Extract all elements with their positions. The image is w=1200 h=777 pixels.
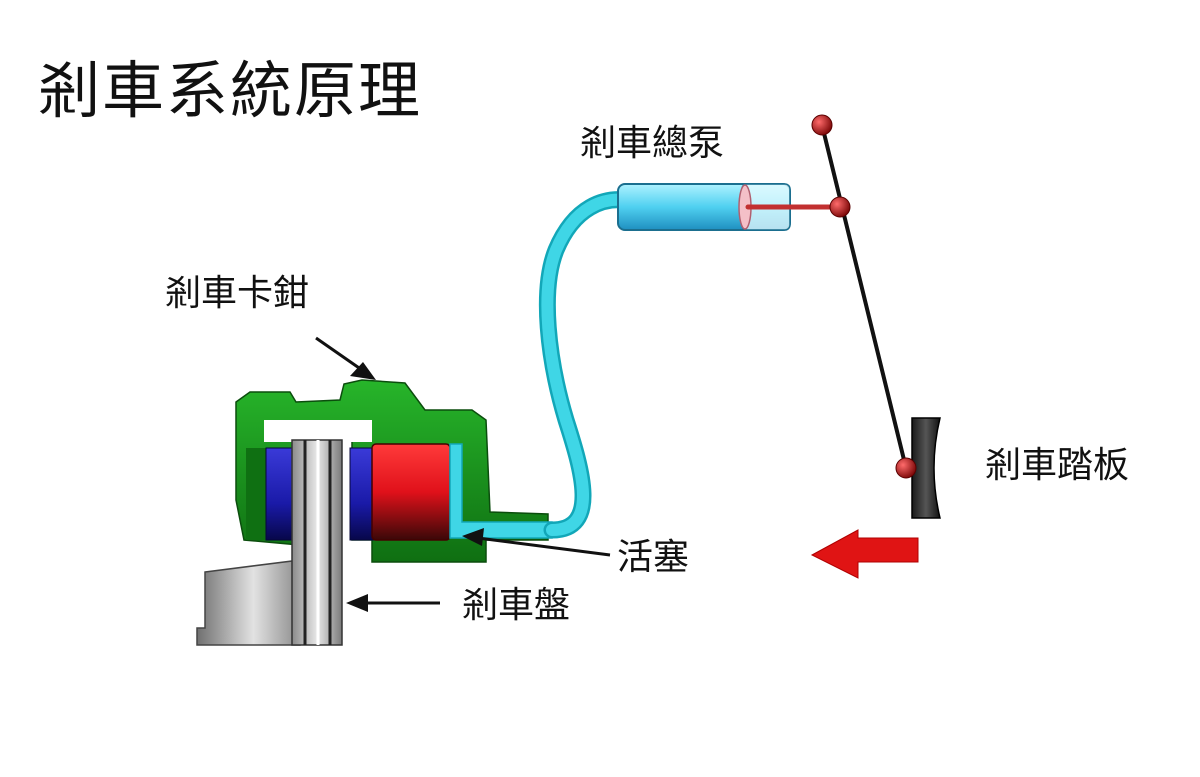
label-master-cylinder: 剎車總泵: [580, 123, 725, 164]
brake-pedal-lever: [811, 114, 941, 519]
pivot-pedal: [895, 457, 917, 479]
disc-pointer: [346, 594, 440, 612]
outer-brake-pad: [265, 447, 293, 541]
label-caliper: 剎車卡鉗: [165, 273, 310, 314]
wheel-hub: [196, 559, 301, 646]
label-disc: 剎車盤: [462, 585, 571, 626]
diagram-title: 剎車系統原理: [38, 54, 423, 127]
master-cylinder: [617, 183, 841, 231]
piston-body: [371, 443, 451, 541]
piston-pointer: [462, 528, 611, 557]
label-pedal: 剎車踏板: [985, 445, 1130, 486]
pivot-rod: [829, 196, 851, 218]
pivot-top: [811, 114, 833, 136]
push-direction-arrow: [810, 529, 919, 579]
brake-disc: [291, 439, 343, 646]
inner-brake-pad: [349, 447, 375, 541]
caliper-pointer: [315, 336, 376, 380]
label-piston: 活塞: [617, 537, 690, 578]
